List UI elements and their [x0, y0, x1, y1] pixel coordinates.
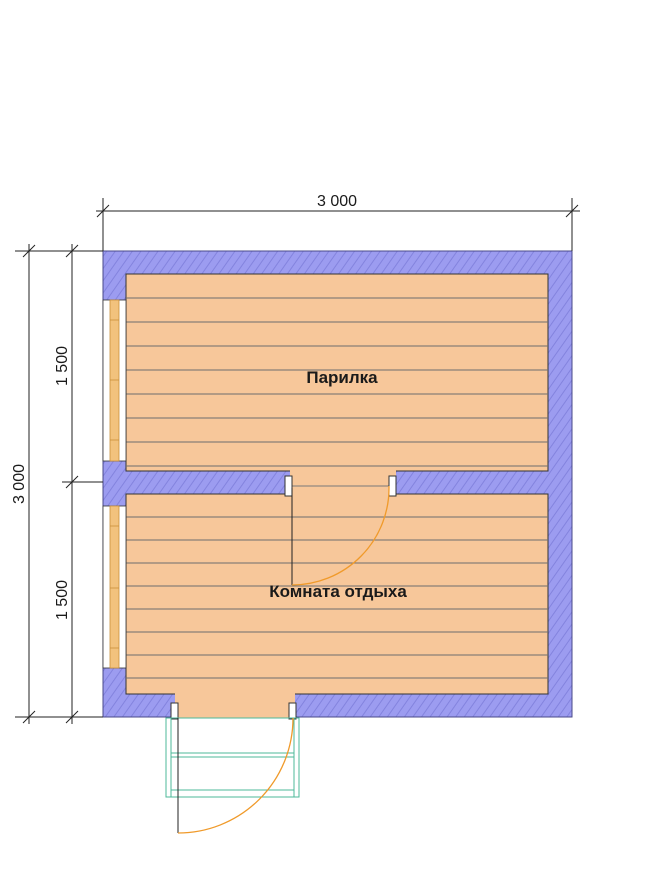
- dimension-left-lower-label: 1 500: [54, 580, 71, 620]
- entrance-doorway: [175, 693, 295, 718]
- floor-steam-room: [125, 273, 549, 472]
- dimension-left-parts: [62, 244, 103, 724]
- room-label-rest: Комната отдыха: [269, 582, 407, 601]
- dimension-left-total-label: 3 000: [11, 464, 28, 504]
- inner-doorway: [290, 470, 396, 496]
- inner-door-jamb-left: [284, 475, 293, 497]
- window-upper: [102, 299, 127, 462]
- entrance-jamb-left: [170, 702, 179, 720]
- entrance-door-swing: [177, 717, 294, 834]
- floor-rest-room: [125, 493, 549, 695]
- dimension-top: [96, 198, 580, 251]
- inner-door-swing: [291, 485, 390, 586]
- porch: [165, 717, 300, 798]
- entrance-jamb-right: [288, 702, 297, 720]
- dimension-left-total: [15, 244, 103, 724]
- dimension-top-label: 3 000: [317, 193, 357, 210]
- room-label-steam: Парилка: [306, 368, 378, 387]
- window-lower: [102, 505, 127, 669]
- inner-door-jamb-right: [388, 475, 397, 497]
- dimension-left-upper-label: 1 500: [54, 346, 71, 386]
